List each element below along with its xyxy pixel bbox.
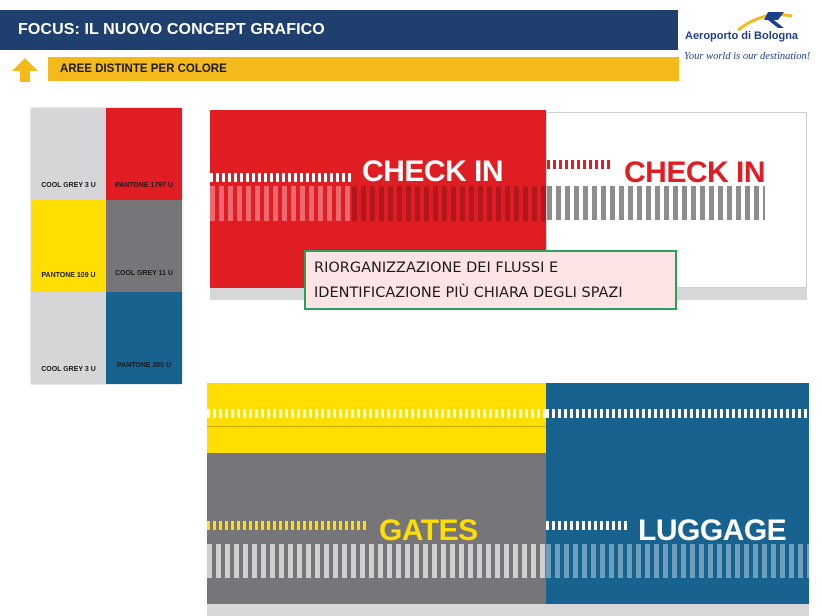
title-bar: FOCUS: IL NUOVO CONCEPT GRAFICO: [0, 10, 678, 50]
color-swatch: COOL GREY 3 U: [31, 108, 106, 200]
up-arrow-icon: [12, 58, 38, 82]
swatch-label: COOL GREY 3 U: [41, 182, 96, 189]
sign-bars: [210, 186, 352, 221]
sign-base: [207, 604, 809, 616]
sign-bars: [546, 544, 809, 578]
band-divider: [207, 426, 546, 427]
sign-stripe: [207, 521, 369, 530]
sign-stripe: [546, 409, 809, 418]
color-swatch: COOL GREY 3 U: [31, 292, 106, 384]
color-swatch: PANTONE 300 U: [106, 292, 182, 384]
note-box: RIORGANIZZAZIONE DEI FLUSSI E IDENTIFICA…: [304, 250, 677, 310]
swatch-label: PANTONE 1797 U: [114, 182, 174, 189]
color-swatch: PANTONE 1797 U: [106, 108, 182, 200]
sign-label: LUGGAGE: [638, 514, 787, 547]
sign-bars: [207, 544, 546, 578]
color-swatch-grid: COOL GREY 3 U PANTONE 1797 U PANTONE 109 U…: [31, 108, 182, 384]
swatch-label: PANTONE 300 U: [116, 362, 172, 369]
sign-label: CHECK IN: [624, 156, 766, 189]
page-title: FOCUS: IL NUOVO CONCEPT GRAFICO: [18, 21, 325, 38]
sign-stripe: [547, 160, 611, 169]
logo-name: Aeroporto di Bologna: [685, 30, 799, 42]
logo-tagline: Your world is our destination!: [684, 51, 811, 62]
sign-bars: [352, 186, 546, 221]
subtitle-bar: AREE DISTINTE PER COLORE: [48, 57, 679, 81]
sign-bars: [547, 186, 765, 220]
gates-sign: GATES: [207, 383, 546, 604]
note-line-2: IDENTIFICAZIONE PIÙ CHIARA DEGLI SPAZI: [314, 285, 623, 301]
sign-label: GATES: [379, 514, 478, 547]
luggage-sign: LUGGAGE: [546, 383, 809, 604]
sign-stripe: [210, 173, 352, 182]
color-swatch: PANTONE 109 U: [31, 200, 106, 292]
swatch-label: PANTONE 109 U: [41, 272, 96, 279]
color-swatch: COOL GREY 11 U: [106, 200, 182, 292]
airplane-logo-icon: [737, 12, 793, 32]
yellow-band: [207, 383, 546, 453]
subtitle: AREE DISTINTE PER COLORE: [60, 63, 227, 75]
note-line-1: RIORGANIZZAZIONE DEI FLUSSI E: [314, 260, 559, 276]
sign-stripe: [207, 409, 546, 418]
airport-logo: Aeroporto di Bologna Your world is our d…: [682, 6, 822, 70]
swatch-label: COOL GREY 3 U: [41, 366, 96, 373]
sign-stripe: [546, 521, 628, 530]
sign-label: CHECK IN: [362, 155, 504, 188]
checkin-white-sign: CHECK IN: [546, 112, 807, 288]
swatch-label: COOL GREY 11 U: [114, 270, 174, 277]
